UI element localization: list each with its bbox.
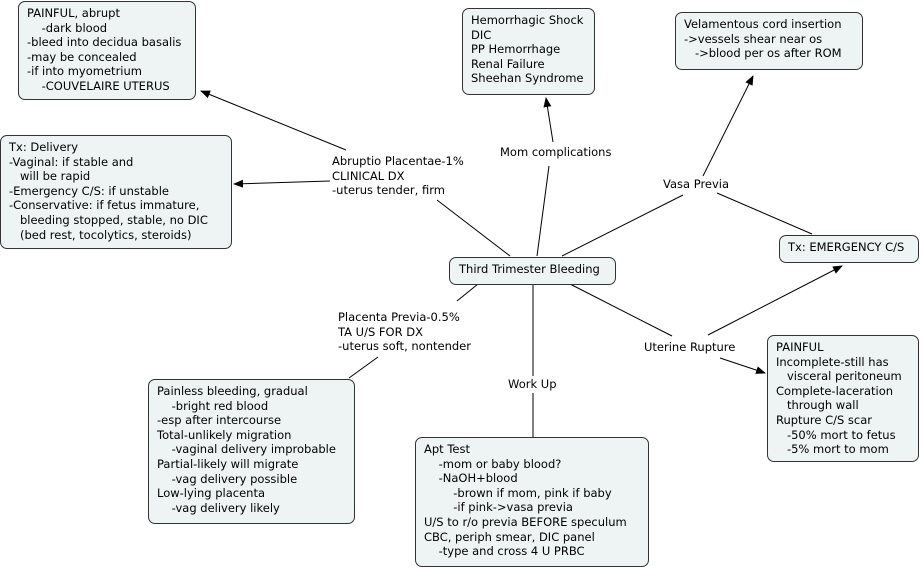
text-line: -dark blood	[27, 20, 108, 35]
text-line: Painless bleeding, gradual	[157, 384, 308, 398]
text-line: -Emergency C/S: if unstable	[9, 183, 169, 198]
text-line: -uterus soft, nontender	[338, 339, 471, 354]
link-label-work-up[interactable]: Work Up	[506, 377, 559, 392]
node-tx-emergency[interactable]: Tx: EMERGENCY C/S	[779, 235, 919, 263]
text-line: -vaginal delivery improbable	[157, 442, 336, 457]
text-line: visceral peritoneum	[776, 369, 902, 384]
text-line: -may be concealed	[27, 49, 137, 64]
link-label-vasa-previa[interactable]: Vasa Previa	[663, 177, 730, 192]
text-line: (bed rest, tocolytics, steroids)	[9, 227, 192, 242]
arrow-rupture-detail	[719, 357, 766, 374]
text-line: U/S to r/o previa BEFORE speculum	[424, 514, 627, 529]
link-label-mom-complications[interactable]: Mom complications	[500, 145, 612, 160]
node-workup-detail[interactable]: Apt Test -mom or baby blood? -NaOH+blood…	[415, 437, 649, 567]
text-line: Placenta Previa-0.5%	[338, 310, 460, 324]
line-central-rupture	[569, 283, 673, 337]
text-line: -NaOH+blood	[424, 471, 518, 486]
text-line: will be rapid	[9, 169, 91, 184]
line-central-abruptio	[436, 199, 511, 257]
text-line: Complete-laceration	[776, 383, 894, 398]
node-previa-detail[interactable]: Painless bleeding, gradual -bright red b…	[148, 379, 355, 524]
arrow-rupture-tx	[707, 265, 843, 336]
arrow-abruptio-tx	[233, 179, 331, 188]
central-title: Third Trimester Bleeding	[459, 262, 600, 276]
arrow-abruptio-detail	[200, 90, 347, 151]
text-line: Tx: Delivery	[9, 140, 79, 154]
node-vasa-detail[interactable]: Velamentous cord insertion->vessels shea…	[675, 12, 863, 70]
text-line: Partial-likely will migrate	[157, 456, 299, 471]
text-line: -vag delivery likely	[157, 500, 280, 515]
text-line: Apt Test	[424, 442, 470, 456]
text-line: Total-unlikely migration	[157, 427, 292, 442]
text-line: Incomplete-still has	[776, 354, 889, 369]
line-central-previa	[456, 283, 479, 302]
text-line: DIC	[471, 27, 492, 42]
text-line: Abruptio Placentae-1%	[332, 154, 464, 168]
text-line: -type and cross 4 U PRBC	[424, 544, 585, 559]
node-abruptio-detail[interactable]: PAINFUL, abrupt -dark blood-bleed into d…	[18, 1, 196, 100]
text-line: -brown if mom, pink if baby	[424, 485, 612, 500]
arrow-vasa-detail	[702, 75, 754, 177]
line-vasa-tx	[716, 192, 813, 235]
text-line: -bright red blood	[157, 398, 269, 413]
text-line: PAINFUL	[776, 340, 824, 354]
text-line: Velamentous cord insertion	[684, 17, 842, 31]
text-line: -50% mort to fetus	[776, 427, 896, 442]
text-line: through wall	[776, 398, 859, 413]
node-central[interactable]: Third Trimester Bleeding	[449, 257, 616, 285]
text-line: bleeding stopped, stable, no DIC	[9, 212, 208, 227]
text-line: Tx: EMERGENCY C/S	[788, 240, 905, 254]
text-line: Renal Failure	[471, 56, 545, 71]
text-line: -Conservative: if fetus immature,	[9, 198, 200, 213]
text-line: -if pink->vasa previa	[424, 500, 573, 515]
text-line: -mom or baby blood?	[424, 456, 562, 471]
text-line: Low-lying placenta	[157, 486, 266, 501]
link-label-abruptio[interactable]: Abruptio Placentae-1%CLINICAL DX-uterus …	[332, 154, 464, 198]
text-line: ->blood per os after ROM	[684, 46, 842, 61]
arrow-mom-comp	[543, 97, 554, 143]
text-line: ->vessels shear near os	[684, 31, 823, 46]
text-line: -if into myometrium	[27, 64, 142, 79]
text-line: Rupture C/S scar	[776, 412, 873, 427]
text-line: -COUVELAIRE UTERUS	[27, 78, 170, 93]
text-line: CBC, periph smear, DIC panel	[424, 529, 595, 544]
line-central-mom	[536, 165, 550, 257]
text-line: TA U/S FOR DX	[338, 324, 423, 339]
line-previa-detail	[348, 356, 379, 379]
text-line: -vag delivery possible	[157, 471, 298, 486]
text-line: PAINFUL, abrupt	[27, 6, 120, 20]
text-line: -Vaginal: if stable and	[9, 154, 134, 169]
text-line: -bleed into decidua basalis	[27, 35, 182, 50]
text-line: -5% mort to mom	[776, 442, 889, 457]
text-line: -esp after intercourse	[157, 413, 282, 428]
text-line: PP Hemorrhage	[471, 42, 561, 57]
link-label-uterine-rupture[interactable]: Uterine Rupture	[644, 340, 736, 355]
text-line: CLINICAL DX	[332, 168, 405, 183]
link-label-placenta-previa[interactable]: Placenta Previa-0.5%TA U/S FOR DX-uterus…	[338, 310, 471, 354]
node-tx-delivery[interactable]: Tx: Delivery-Vaginal: if stable and will…	[0, 135, 232, 249]
line-central-vasa	[561, 194, 684, 257]
text-line: Hemorrhagic Shock	[471, 13, 584, 27]
text-line: Sheehan Syndrome	[471, 71, 584, 86]
text-line: -uterus tender, firm	[332, 183, 445, 198]
